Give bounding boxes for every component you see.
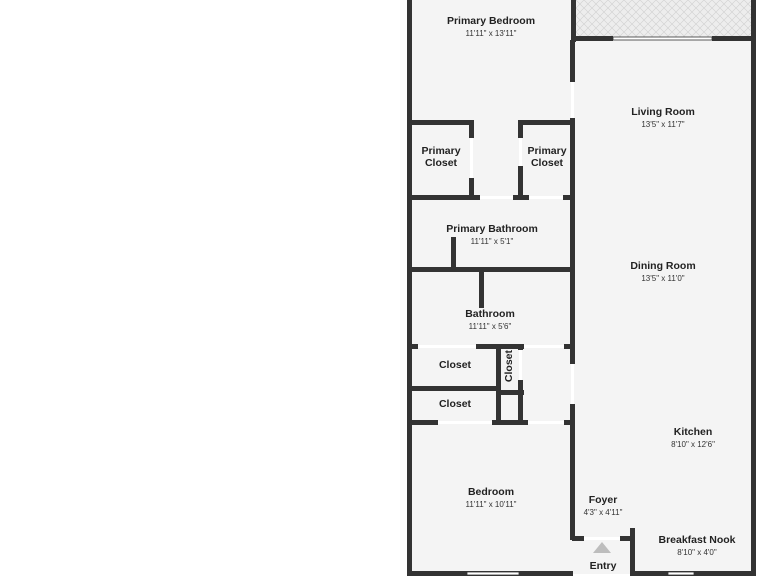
door: [480, 196, 513, 199]
door: [529, 196, 563, 199]
door: [470, 138, 473, 178]
doors: [418, 82, 620, 540]
wall: [570, 404, 575, 540]
wall: [496, 344, 501, 424]
room-label-bathroom: Bathroom 11'11" x 5'6": [412, 308, 568, 331]
room-dimensions: 13'5" x 11'7": [641, 120, 685, 130]
room-dimensions: 11'11" x 5'1": [470, 237, 514, 247]
wall: [410, 420, 438, 425]
wall: [518, 166, 523, 198]
room-dimensions: 11'11" x 13'11": [465, 29, 517, 39]
room-name: Bathroom: [465, 308, 515, 320]
door: [524, 345, 564, 348]
wall: [518, 380, 523, 395]
room-label-bedroom: Bedroom 11'11" x 10'11": [412, 486, 570, 509]
wall: [410, 267, 574, 272]
room-name: Primary Bedroom: [446, 15, 536, 27]
room-name: Kitchen: [673, 426, 713, 438]
room-dimensions: 13'5" x 11'0": [641, 274, 685, 284]
room-label-primary-bedroom: Primary Bedroom 11'11" x 13'11": [412, 15, 570, 38]
wall: [563, 195, 573, 200]
room-label-primary-closet-left: Primary Closet: [412, 145, 470, 169]
wall: [564, 420, 574, 425]
wall: [570, 40, 575, 82]
wall: [492, 420, 528, 425]
wall: [571, 0, 576, 42]
wall: [407, 0, 412, 576]
room-label-primary-bathroom: Primary Bathroom 11'11" x 5'1": [412, 223, 572, 246]
room-name: Closet: [438, 359, 472, 371]
door: [519, 138, 522, 166]
wall: [410, 344, 418, 349]
room-dimensions: 8'10" x 12'6": [671, 440, 715, 450]
room-name: Primary Closet: [421, 145, 461, 170]
room-name: Living Room: [631, 106, 695, 118]
room-dimensions: 11'11" x 10'11": [465, 500, 517, 510]
room-dimensions: 4'3" x 4'11": [583, 508, 623, 518]
wall: [469, 178, 474, 198]
room-name: Foyer: [588, 494, 618, 506]
door: [571, 82, 574, 118]
window: [667, 571, 695, 576]
window: [612, 36, 713, 41]
room-label-kitchen: Kitchen 8'10" x 12'6": [636, 426, 750, 449]
room-name: Closet: [438, 398, 472, 410]
wall: [518, 120, 574, 125]
door: [519, 350, 522, 380]
entry-text: Entry: [589, 560, 617, 572]
room-name: Dining Room: [630, 260, 696, 272]
entry-arrow-icon: [593, 542, 611, 553]
windows: [466, 36, 713, 576]
room-name: Primary Closet: [527, 145, 567, 170]
wall: [571, 36, 613, 41]
wall: [751, 0, 756, 42]
room-dimensions: 8'10" x 4'0": [677, 548, 717, 558]
wall: [751, 38, 756, 576]
room-name: Bedroom: [467, 486, 515, 498]
door: [418, 345, 476, 348]
room-label-foyer: Foyer 4'3" x 4'11": [574, 494, 632, 517]
room-dimensions: 11'11" x 5'6": [468, 322, 512, 332]
wall: [498, 390, 524, 395]
room-label-primary-closet-right: Primary Closet: [522, 145, 572, 169]
room-name: Breakfast Nook: [658, 534, 736, 546]
wall: [620, 536, 634, 541]
window: [466, 571, 520, 576]
door: [584, 537, 620, 540]
room-label-living-room: Living Room 13'5" x 11'7": [576, 106, 750, 129]
room-label-closet-2: Closet: [412, 398, 498, 410]
wall: [572, 536, 584, 541]
floor-main-area: [572, 38, 752, 574]
floor-areas: [410, 0, 752, 574]
patio: [576, 0, 752, 38]
door: [571, 364, 574, 404]
room-label-closet-1: Closet: [412, 359, 498, 371]
wall: [410, 195, 480, 200]
room-name: Closet: [502, 349, 515, 383]
wall: [410, 120, 474, 125]
entry-label: Entry: [574, 560, 632, 572]
wall: [564, 344, 574, 349]
wall: [630, 528, 635, 576]
wall: [451, 237, 456, 269]
room-label-closet-vertical: Closet: [503, 341, 515, 391]
wall: [469, 120, 474, 138]
wall: [479, 270, 484, 308]
room-label-breakfast-nook: Breakfast Nook 8'10" x 4'0": [636, 534, 758, 557]
wall: [570, 118, 575, 364]
room-name: Primary Bathroom: [446, 223, 538, 235]
door: [528, 421, 564, 424]
door: [438, 421, 492, 424]
floor-left-wing: [410, 0, 572, 574]
room-label-dining-room: Dining Room 13'5" x 11'0": [576, 260, 750, 283]
wall: [518, 344, 523, 350]
wall: [513, 195, 529, 200]
wall: [410, 386, 500, 391]
wall: [518, 120, 523, 138]
wall: [712, 36, 756, 41]
wall: [518, 390, 523, 422]
